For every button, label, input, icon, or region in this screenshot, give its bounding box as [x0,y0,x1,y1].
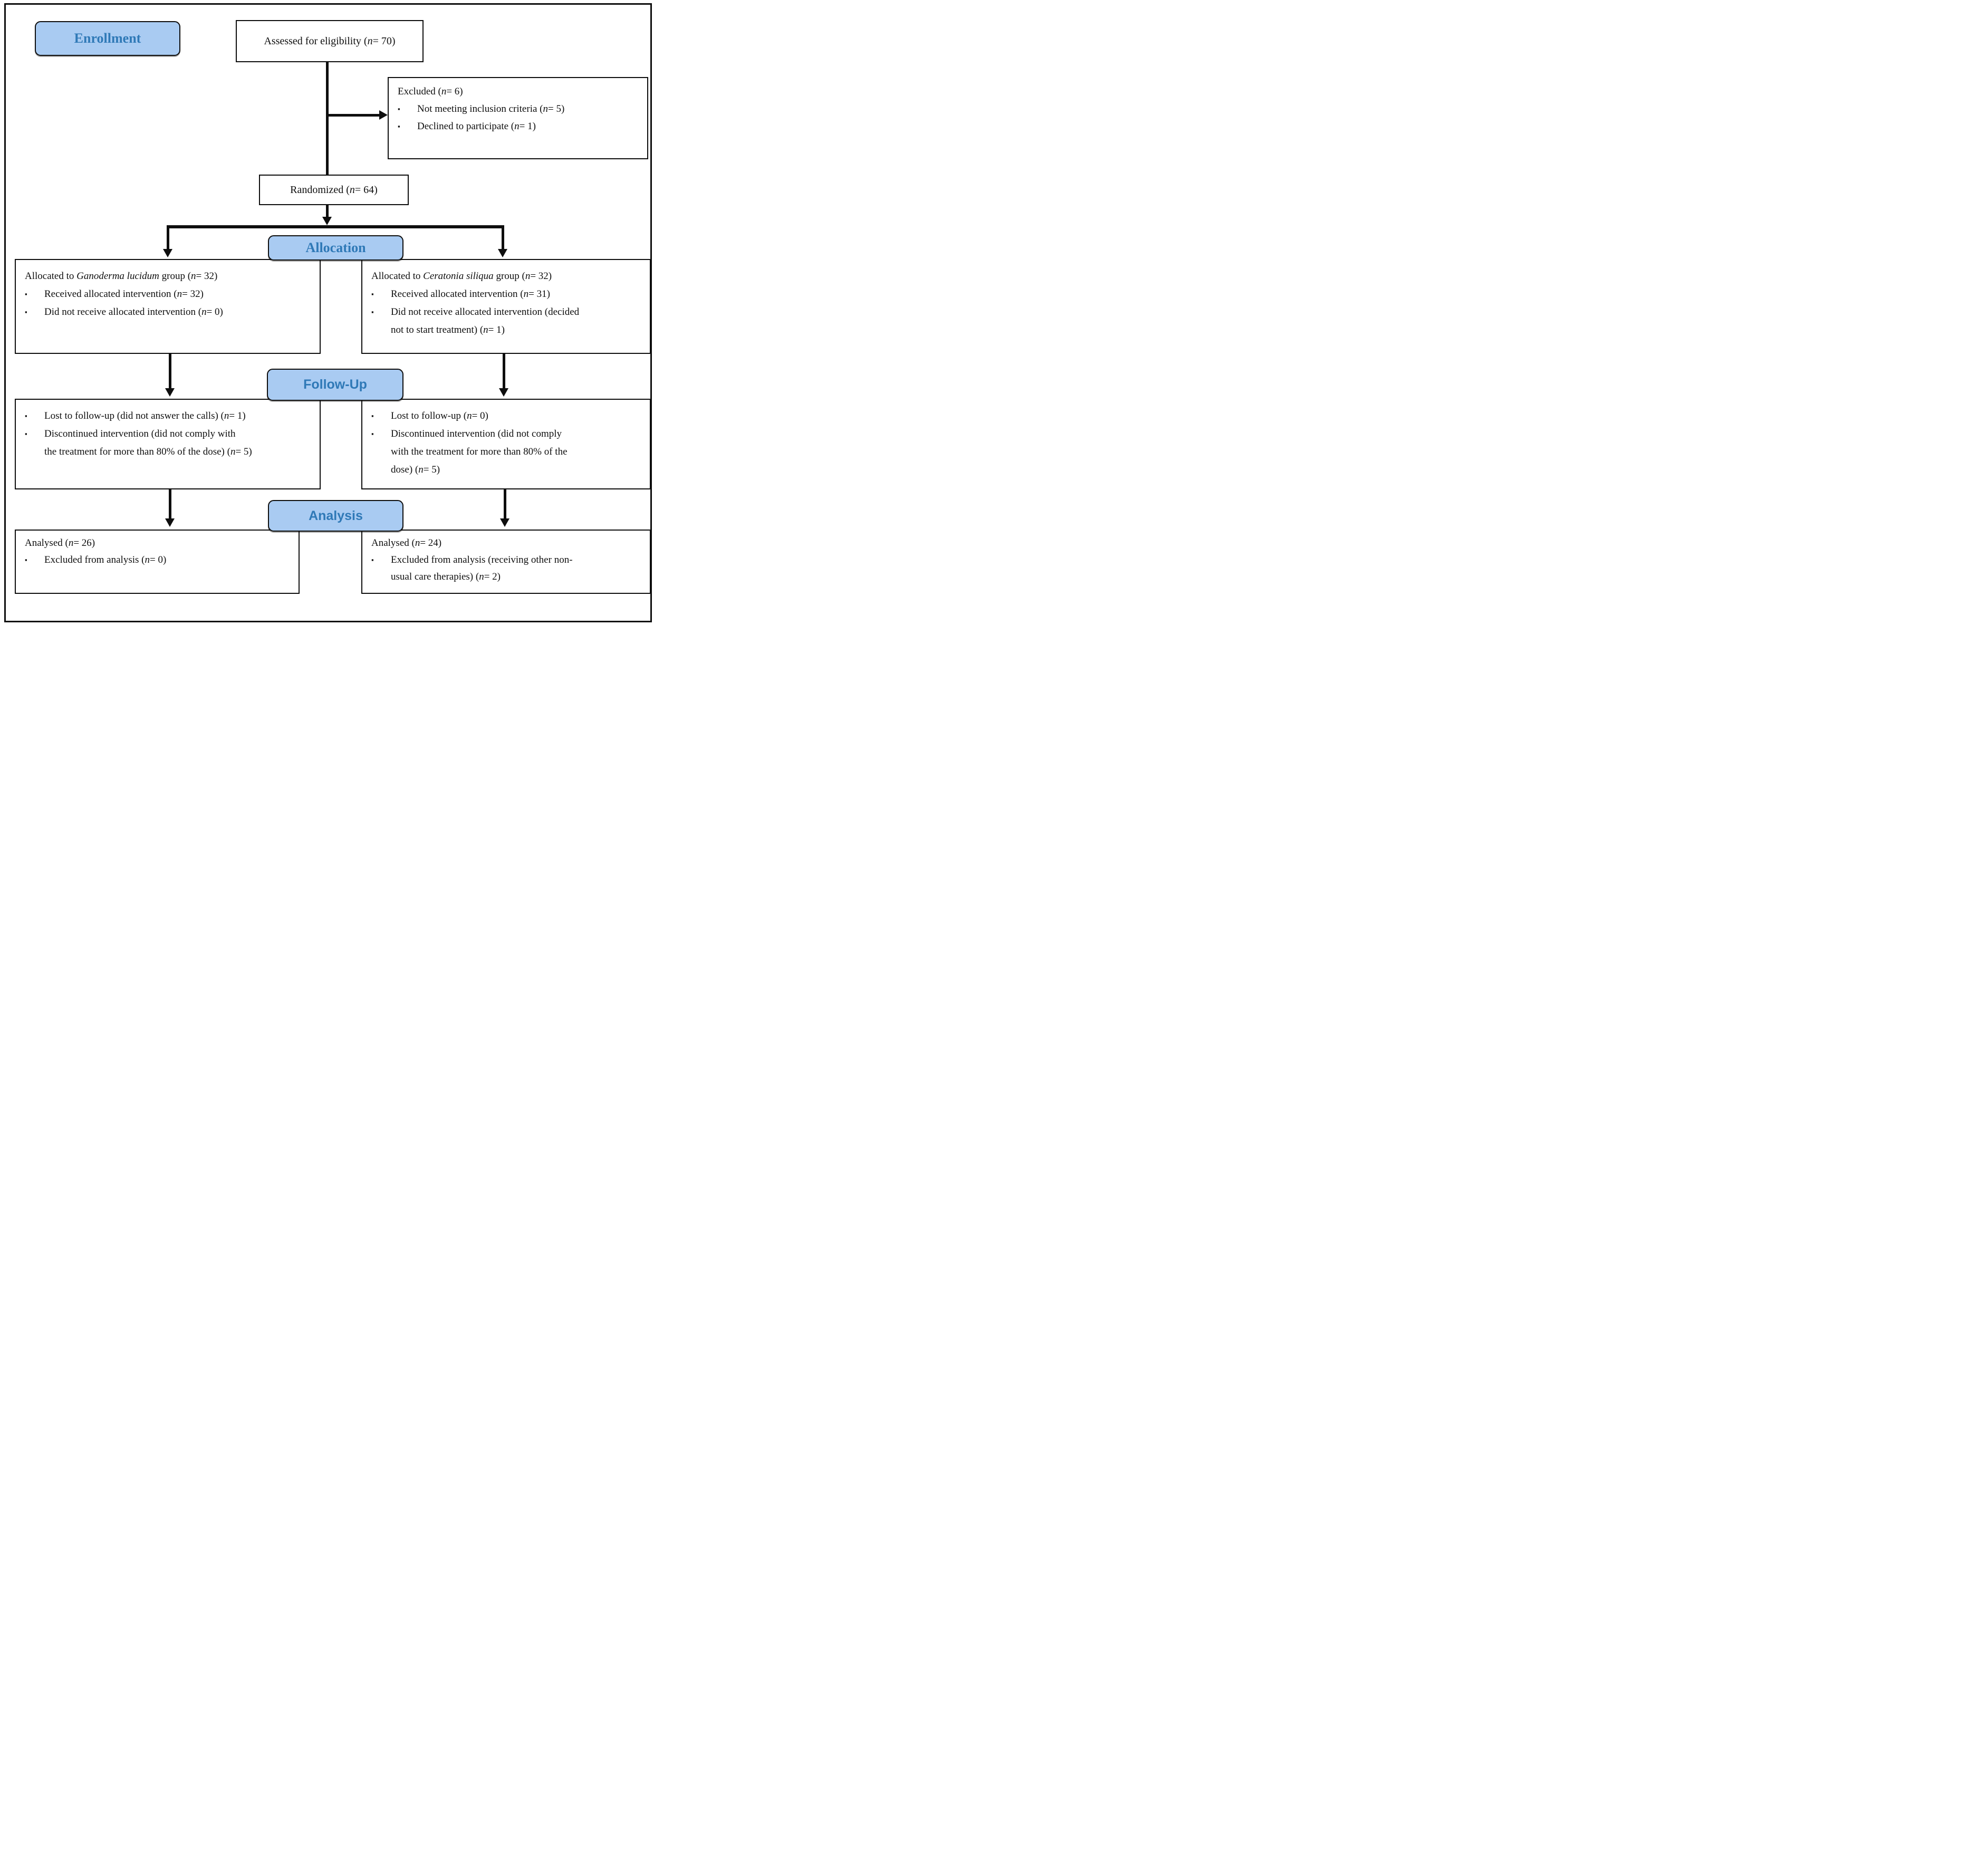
excluded-arrowhead-icon [379,110,388,120]
bullet-square-icon: ▪ [25,308,27,316]
bullet-square-icon: ▪ [398,105,400,113]
connector-alloc-followup-right-line [503,354,505,389]
allocation-left-box: Allocated to Ganoderma lucidum group (n=… [15,259,321,354]
connector-followup-analysis-right-line [504,489,506,519]
analysis-right-title: Analysed (n= 24) [371,537,442,549]
allocation-right-bullet-1: Received allocated intervention (n= 31) [391,288,550,300]
connector-split-right-line [502,228,504,250]
followup-right-bullet-2-line-3: dose) (n= 5) [391,464,440,475]
allocation-right-bullet-2-line-2: not to start treatment) (n= 1) [391,324,505,335]
consort-flow-diagram: Enrollment Assessed for eligibility (n= … [0,0,657,626]
bullet-square-icon: ▪ [371,308,374,316]
connector-split-left-line [167,228,169,250]
followup-left-arrowhead-icon [165,388,175,397]
bullet-square-icon: ▪ [371,556,374,564]
excluded-bullet-1: Not meeting inclusion criteria (n= 5) [417,103,565,114]
list-item: ▪ Did not receive allocated intervention… [371,303,645,339]
list-item: ▪ Excluded from analysis (receiving othe… [371,552,645,585]
analysis-stage-pill: Analysis [268,500,403,532]
allocation-right-arrowhead-icon [498,249,507,257]
analysis-right-bullet-1-line-2: usual care therapies) (n= 2) [391,571,501,582]
followup-left-bullet-2: Discontinued intervention (did not compl… [44,425,252,461]
bullet-square-icon: ▪ [398,122,400,130]
list-item: ▪ Declined to participate (n= 1) [398,118,642,135]
connector-randomized-tbar-line [326,205,329,218]
tbar-arrowhead-icon [322,217,332,225]
allocation-right-species: Ceratonia siliqua [423,271,494,282]
analysis-stage-label: Analysis [309,508,363,523]
allocation-left-title: Allocated to Ganoderma lucidum group (n=… [25,267,314,285]
list-item: ▪ Lost to follow-up (did not answer the … [25,407,314,425]
allocation-left-arrowhead-icon [163,249,172,257]
allocation-right-title-post: group (n= 32) [493,271,552,282]
followup-left-bullet-2-line-1: Discontinued intervention (did not compl… [44,428,236,439]
connector-assessed-randomized-line [326,62,329,175]
analysis-right-arrowhead-icon [500,518,509,527]
list-item: ▪ Received allocated intervention (n= 32… [25,285,314,303]
assessed-box: Assessed for eligibility (n= 70) [236,20,424,62]
analysis-left-bullet-1: Excluded from analysis (n= 0) [44,554,167,565]
excluded-box: Excluded (n= 6) ▪ Not meeting inclusion … [388,77,648,159]
bullet-square-icon: ▪ [25,412,27,420]
followup-left-box: ▪ Lost to follow-up (did not answer the … [15,399,321,489]
followup-right-bullet-2-line-1: Discontinued intervention (did not compl… [391,428,562,439]
connector-alloc-followup-left-line [169,354,171,389]
list-item: ▪ Did not receive allocated intervention… [25,303,314,321]
allocation-stage-pill: Allocation [268,235,403,261]
enrollment-stage-pill: Enrollment [35,21,180,56]
followup-stage-label: Follow-Up [303,377,367,392]
connector-excluded-branch-line [326,114,379,117]
analysis-right-bullet-1: Excluded from analysis (receiving other … [391,552,573,585]
bullet-square-icon: ▪ [25,556,27,564]
allocation-split-bar [167,225,504,228]
assessed-text: Assessed for eligibility (n= 70) [264,35,396,47]
excluded-title: Excluded (n= 6) [398,86,463,97]
analysis-left-arrowhead-icon [165,518,175,527]
followup-right-bullet-1: Lost to follow-up (n= 0) [391,410,488,421]
allocation-left-title-post: group (n= 32) [159,271,218,282]
list-item: ▪ Excluded from analysis (n= 0) [25,552,293,569]
allocation-right-title-pre: Allocated to [371,271,424,282]
excluded-bullet-2: Declined to participate (n= 1) [417,121,536,132]
allocation-left-bullet-1: Received allocated intervention (n= 32) [44,288,204,300]
list-item: ▪ Received allocated intervention (n= 31… [371,285,645,303]
followup-left-bullet-2-line-2: the treatment for more than 80% of the d… [44,446,252,457]
bullet-square-icon: ▪ [371,290,374,298]
enrollment-stage-label: Enrollment [74,31,141,46]
analysis-right-box: Analysed (n= 24) ▪ Excluded from analysi… [361,530,651,594]
allocation-right-title: Allocated to Ceratonia siliqua group (n=… [371,267,645,285]
analysis-left-box: Analysed (n= 26) ▪ Excluded from analysi… [15,530,300,594]
bullet-square-icon: ▪ [25,290,27,298]
allocation-left-species: Ganoderma lucidum [76,271,159,282]
list-item: ▪ Discontinued intervention (did not com… [371,425,645,479]
followup-left-bullet-1: Lost to follow-up (did not answer the ca… [44,410,246,421]
connector-followup-analysis-left-line [169,489,171,519]
allocation-stage-label: Allocation [305,240,366,255]
allocation-right-box: Allocated to Ceratonia siliqua group (n=… [361,259,651,354]
allocation-left-bullet-2: Did not receive allocated intervention (… [44,306,223,318]
randomized-box: Randomized (n= 64) [259,175,409,205]
list-item: ▪ Lost to follow-up (n= 0) [371,407,645,425]
allocation-right-bullet-2-line-1: Did not receive allocated intervention (… [391,306,580,318]
bullet-square-icon: ▪ [25,430,27,438]
analysis-right-bullet-1-line-1: Excluded from analysis (receiving other … [391,554,573,565]
followup-stage-pill: Follow-Up [267,369,403,401]
allocation-left-title-pre: Allocated to [25,271,77,282]
followup-right-arrowhead-icon [499,388,508,397]
bullet-square-icon: ▪ [371,430,374,438]
allocation-right-bullet-2: Did not receive allocated intervention (… [391,303,579,339]
outer-border [4,3,652,622]
list-item: ▪ Not meeting inclusion criteria (n= 5) [398,100,642,118]
randomized-text: Randomized (n= 64) [290,184,378,196]
followup-right-box: ▪ Lost to follow-up (n= 0) ▪ Discontinue… [361,399,651,489]
list-item: ▪ Discontinued intervention (did not com… [25,425,314,461]
followup-right-bullet-2: Discontinued intervention (did not compl… [391,425,568,479]
analysis-left-title: Analysed (n= 26) [25,537,95,549]
bullet-square-icon: ▪ [371,412,374,420]
followup-right-bullet-2-line-2: with the treatment for more than 80% of … [391,446,568,457]
